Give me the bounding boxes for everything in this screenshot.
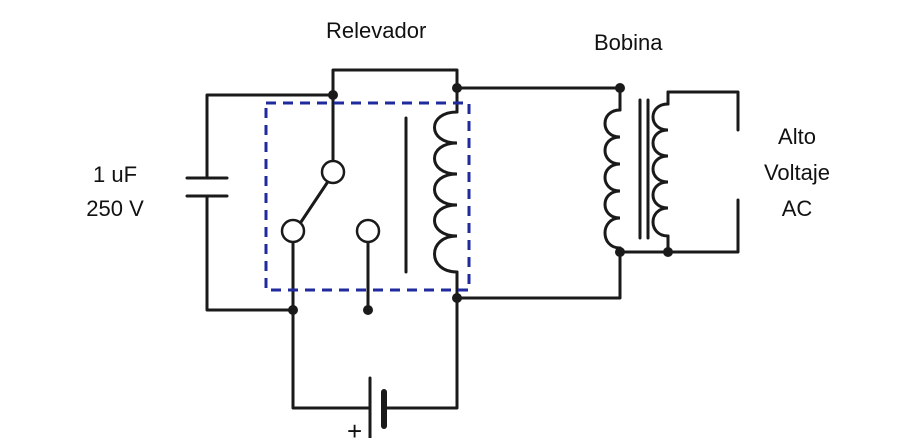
junction-node xyxy=(328,90,338,100)
secondary-top-lead xyxy=(666,90,740,132)
wire-capacitor-top xyxy=(205,93,335,180)
capacitor xyxy=(185,176,229,198)
junction-node xyxy=(288,305,298,315)
relay-enclosure xyxy=(264,101,471,292)
output-label-line3: AC xyxy=(781,196,813,221)
transformer-secondary xyxy=(651,102,670,238)
relay-label: Relevador xyxy=(326,18,427,43)
switch-contact-left xyxy=(280,218,306,244)
battery xyxy=(368,376,387,438)
junction-node xyxy=(615,83,625,93)
switch-contact-right xyxy=(355,218,381,244)
wires xyxy=(205,68,740,410)
capacitor-voltage-label: 250 V xyxy=(86,196,144,221)
switch-arm xyxy=(299,181,329,224)
output-label-line2: Voltaje xyxy=(763,160,831,185)
junction-node xyxy=(452,293,462,303)
coil-label: Bobina xyxy=(594,30,663,55)
wire-contact-left xyxy=(291,240,372,410)
junctions xyxy=(288,83,673,315)
transformer-primary xyxy=(603,108,622,250)
junction-node xyxy=(452,83,462,93)
junction-node xyxy=(363,305,373,315)
secondary-bottom-lead xyxy=(666,198,740,254)
relay-coil xyxy=(433,110,459,274)
wire-to-bobina-bottom xyxy=(455,246,622,300)
capacitor-value-label: 1 uF xyxy=(92,162,138,187)
wire-capacitor-bottom xyxy=(205,194,295,312)
junction-node xyxy=(663,247,673,257)
output-label-line1: Alto xyxy=(778,124,816,149)
junction-node xyxy=(615,247,625,257)
switch-common-contact xyxy=(320,159,346,185)
wire-battery-right xyxy=(382,296,459,410)
wire-relay-top xyxy=(331,68,459,97)
battery-plus-sign: + xyxy=(347,416,363,446)
wire-to-bobina-top xyxy=(455,86,622,112)
